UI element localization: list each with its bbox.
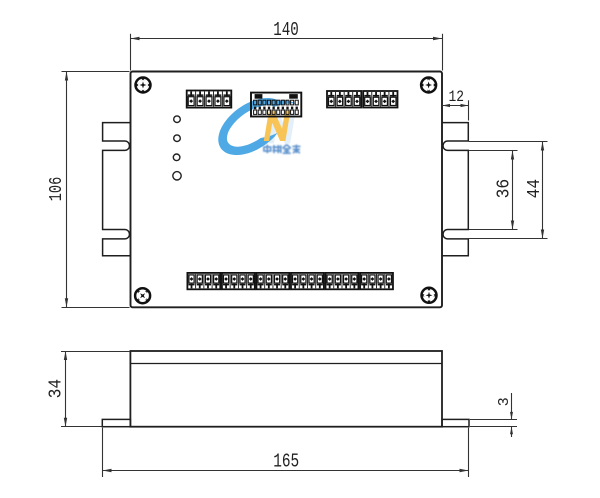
svg-text:3: 3 <box>496 397 513 406</box>
svg-text:165: 165 <box>273 451 299 473</box>
svg-text:34: 34 <box>47 379 67 399</box>
svg-text:140: 140 <box>273 19 299 41</box>
svg-text:106: 106 <box>47 177 67 202</box>
svg-text:36: 36 <box>495 179 515 199</box>
svg-text:44: 44 <box>525 179 545 199</box>
svg-text:12: 12 <box>449 88 465 106</box>
